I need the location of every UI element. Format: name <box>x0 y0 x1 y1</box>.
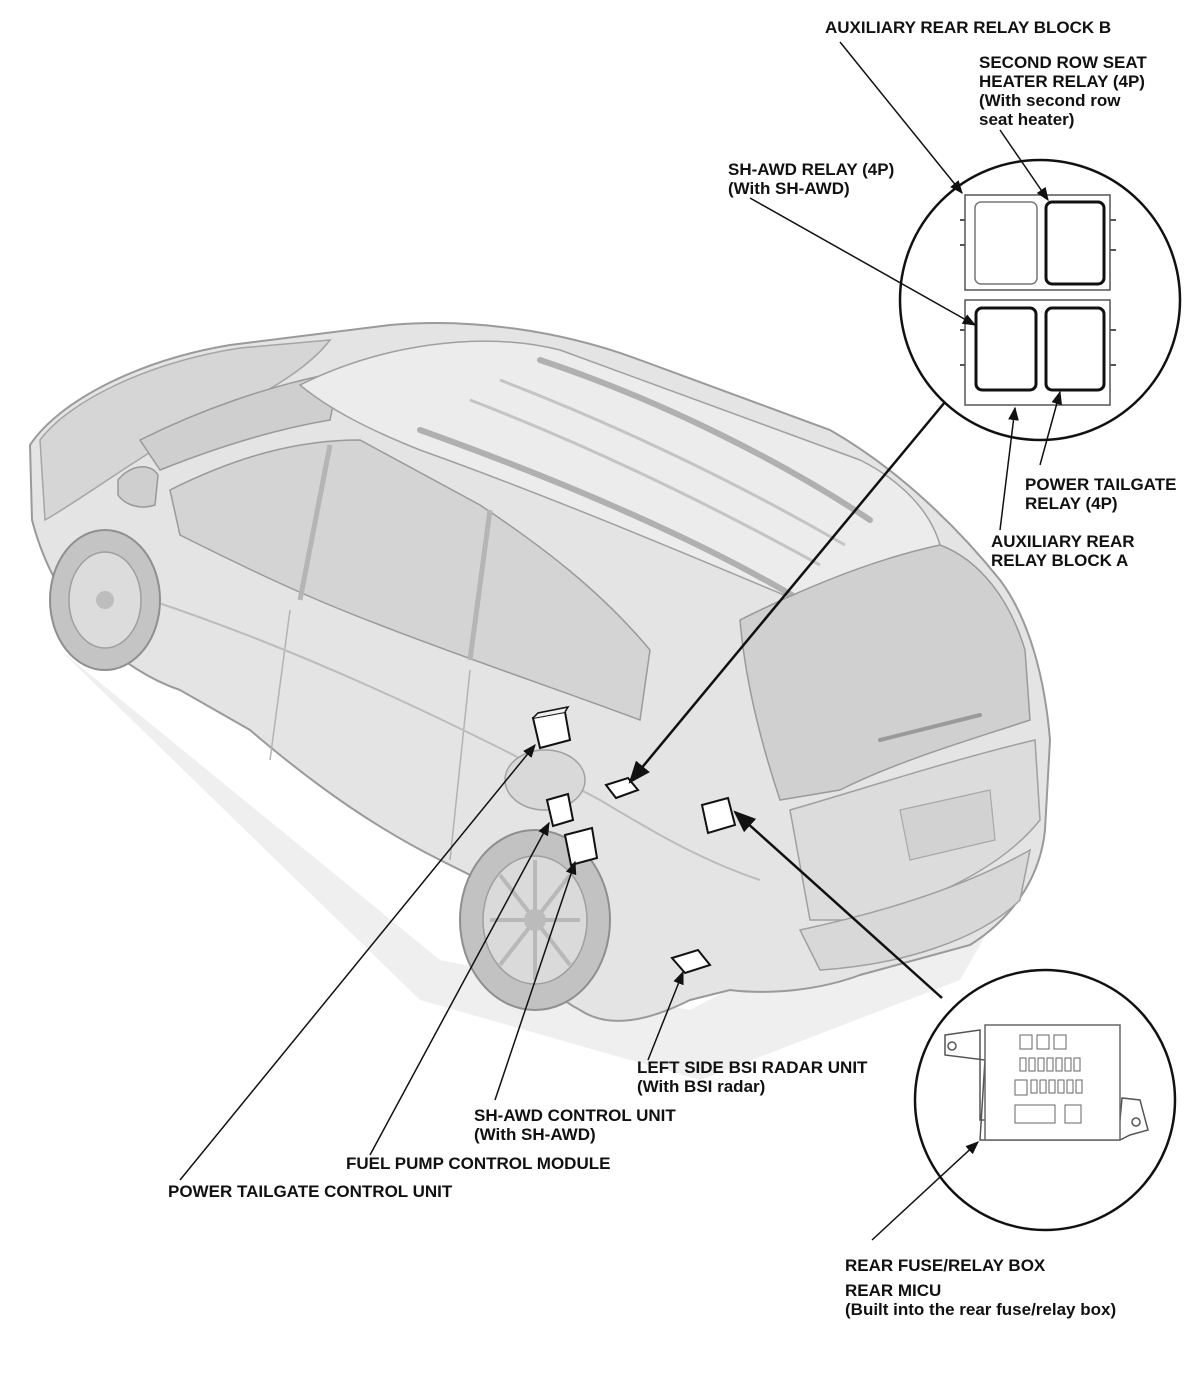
leader-aux-rear-relay-block-a <box>999 406 1019 531</box>
rear-wiper <box>878 713 982 742</box>
sh-awd-control-unit-box <box>563 826 599 867</box>
rear-fuse-box-inset <box>913 968 1177 1232</box>
window-pillar-c <box>467 509 493 661</box>
leader-second-row-seat-heater-relay <box>999 129 1049 202</box>
leader-lines <box>179 41 1062 1241</box>
power-tailgate-control-unit-box <box>531 705 572 750</box>
label-line: REAR MICU <box>845 1281 942 1300</box>
side-mirror <box>117 466 159 508</box>
label-line: (With second row <box>979 91 1121 110</box>
leader-relay-inset-to-vehicle <box>628 401 946 784</box>
leader-power-tailgate-control-unit <box>179 743 536 1181</box>
label-line: AUXILIARY REAR <box>991 532 1135 551</box>
label-line: RELAY (4P) <box>1025 494 1118 513</box>
leader-aux-rear-relay-block-b <box>839 41 963 195</box>
label-line: SH-AWD CONTROL UNIT <box>474 1106 676 1125</box>
rear-bumper <box>798 848 1032 971</box>
label-rear-micu: REAR MICU (Built into the rear fuse/rela… <box>845 1281 1116 1319</box>
label-line: POWER TAILGATE CONTROL UNIT <box>168 1182 453 1201</box>
label-aux-rear-relay-block-b: AUXILIARY REAR RELAY BLOCK B <box>825 18 1111 37</box>
leader-sh-awd-relay <box>749 197 977 326</box>
vehicle-side-windows <box>169 439 651 722</box>
second-row-seat-heater-relay <box>1044 200 1106 286</box>
label-line: LEFT SIDE BSI RADAR UNIT <box>637 1058 868 1077</box>
label-line: RELAY BLOCK A <box>991 551 1129 570</box>
leader-power-tailgate-relay <box>1039 390 1062 466</box>
label-line: (With BSI radar) <box>637 1077 766 1096</box>
vehicle-rear-window <box>739 544 1031 801</box>
roof-groove-2 <box>499 378 846 547</box>
leader-rear-fuse-relay-box <box>871 1141 979 1241</box>
label-line: POWER TAILGATE <box>1025 475 1177 494</box>
label-line: seat heater) <box>979 110 1075 129</box>
fuel-door <box>504 749 586 811</box>
bsi-radar-unit-box <box>670 948 712 975</box>
label-sh-awd-control-unit: SH-AWD CONTROL UNIT (With SH-AWD) <box>474 1106 676 1144</box>
label-rear-fuse-relay-box: REAR FUSE/RELAY BOX <box>845 1256 1045 1275</box>
sh-awd-relay <box>974 306 1038 392</box>
leader-rear-fuse-box-to-vehicle <box>733 810 943 999</box>
door-line-rear <box>449 669 471 861</box>
license-plate-recess <box>899 789 996 861</box>
leader-sh-awd-control-unit <box>494 860 577 1101</box>
vehicle-illustration <box>28 322 1052 1080</box>
label-line: SECOND ROW SEAT <box>979 53 1147 72</box>
leader-fuel-pump-control-module <box>369 821 550 1156</box>
door-line-front <box>269 609 291 761</box>
label-fuel-pump-control-module: FUEL PUMP CONTROL MODULE <box>346 1154 610 1173</box>
roof-groove-1 <box>469 398 821 567</box>
fuel-pump-control-module-box <box>545 792 575 828</box>
label-line: (With SH-AWD) <box>474 1125 596 1144</box>
label-aux-rear-relay-block-a: AUXILIARY REAR RELAY BLOCK A <box>991 532 1135 570</box>
relay-block-inset <box>898 158 1182 442</box>
label-line: (With SH-AWD) <box>728 179 850 198</box>
roof-rail-right <box>537 357 873 523</box>
label-second-row-seat-heater-relay: SECOND ROW SEAT HEATER RELAY (4P) (With … <box>979 53 1147 129</box>
label-line: SH-AWD RELAY (4P) <box>728 160 895 179</box>
label-sh-awd-relay: SH-AWD RELAY (4P) (With SH-AWD) <box>728 160 894 198</box>
label-power-tailgate-control-unit: POWER TAILGATE CONTROL UNIT <box>168 1182 452 1201</box>
rear-wheel <box>459 829 611 1011</box>
front-wheel <box>49 529 161 671</box>
label-line: AUXILIARY REAR RELAY BLOCK B <box>825 18 1112 37</box>
leader-bsi-radar-unit <box>647 970 684 1061</box>
roof-rail-left <box>417 427 803 603</box>
label-power-tailgate-relay: POWER TAILGATE RELAY (4P) <box>1025 475 1176 513</box>
label-line: FUEL PUMP CONTROL MODULE <box>346 1154 611 1173</box>
label-line: (Built into the rear fuse/relay box) <box>845 1300 1117 1319</box>
power-tailgate-relay <box>1044 306 1106 392</box>
window-pillar-b <box>297 444 333 601</box>
label-line: HEATER RELAY (4P) <box>979 72 1145 91</box>
label-left-side-bsi-radar-unit: LEFT SIDE BSI RADAR UNIT (With BSI radar… <box>637 1058 867 1096</box>
vehicle-components <box>531 705 737 975</box>
label-line: REAR FUSE/RELAY BOX <box>845 1256 1046 1275</box>
